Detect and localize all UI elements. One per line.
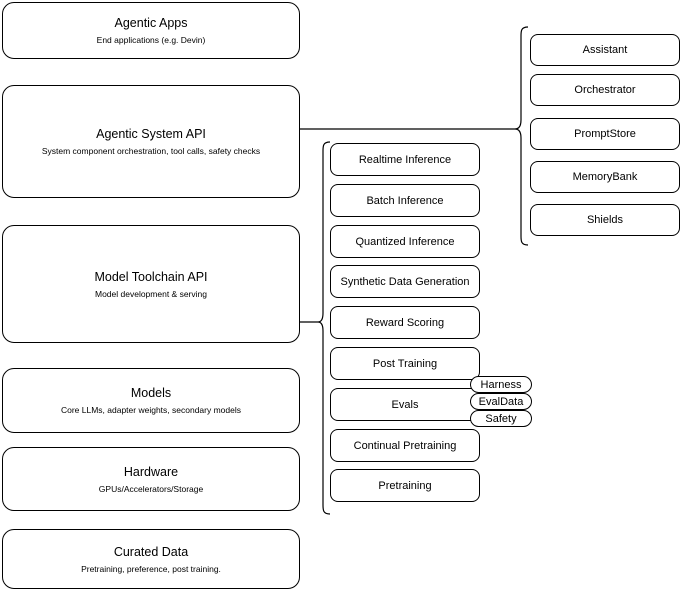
capability-evals[interactable]: Evals <box>330 388 480 421</box>
layer-subtitle: Core LLMs, adapter weights, secondary mo… <box>60 405 241 415</box>
layer-title: Hardware <box>123 464 179 479</box>
capability-label: Post Training <box>372 357 438 370</box>
brace-system-components <box>514 26 529 246</box>
layer-title: Agentic System API <box>96 127 206 141</box>
capability-pretraining[interactable]: Pretraining <box>330 469 480 502</box>
brace-toolchain-capabilities <box>317 141 331 515</box>
eval-pill-label: Harness <box>480 378 522 391</box>
component-label: PromptStore <box>574 128 636 140</box>
component-promptstore[interactable]: PromptStore <box>530 118 680 150</box>
eval-pill-evaldata[interactable]: EvalData <box>470 393 532 410</box>
capability-label: Evals <box>391 398 419 411</box>
capability-realtime-inference[interactable]: Realtime Inference <box>330 143 480 176</box>
capability-label: Quantized Inference <box>355 235 455 248</box>
capability-label: Realtime Inference <box>358 153 452 166</box>
eval-pill-harness[interactable]: Harness <box>470 376 532 393</box>
capability-quantized-inference[interactable]: Quantized Inference <box>330 225 480 258</box>
layer-agentic-system-api[interactable]: Agentic System API System component orch… <box>2 85 300 198</box>
eval-pill-safety[interactable]: Safety <box>470 410 532 427</box>
capability-continual-pretraining[interactable]: Continual Pretraining <box>330 429 480 462</box>
layer-subtitle: GPUs/Accelerators/Storage <box>98 483 204 494</box>
capability-label: Continual Pretraining <box>353 439 457 452</box>
layer-subtitle: Model development & serving <box>95 288 207 299</box>
layer-model-toolchain-api[interactable]: Model Toolchain API Model development & … <box>2 225 300 343</box>
component-label: Shields <box>586 214 624 226</box>
capability-post-training[interactable]: Post Training <box>330 347 480 380</box>
component-label: Orchestrator <box>574 84 636 96</box>
capability-label: Pretraining <box>378 479 432 492</box>
layer-title: Curated Data <box>113 544 189 559</box>
layer-subtitle: System component orchestration, tool cal… <box>41 146 261 156</box>
capability-label: Synthetic Data Generation <box>340 275 470 288</box>
layer-hardware[interactable]: Hardware GPUs/Accelerators/Storage <box>2 447 300 511</box>
component-label: Assistant <box>582 44 628 56</box>
component-label: MemoryBank <box>572 171 638 183</box>
component-shields[interactable]: Shields <box>530 204 680 236</box>
layer-agentic-apps[interactable]: Agentic Apps End applications (e.g. Devi… <box>2 2 300 59</box>
capability-label: Batch Inference <box>366 194 444 207</box>
layer-title: Models <box>130 386 172 400</box>
layer-title: Model Toolchain API <box>94 269 208 284</box>
layer-subtitle: Pretraining, preference, post training. <box>81 563 221 574</box>
eval-pill-label: EvalData <box>478 395 524 408</box>
component-orchestrator[interactable]: Orchestrator <box>530 74 680 106</box>
component-assistant[interactable]: Assistant <box>530 34 680 66</box>
capability-synthetic-data-generation[interactable]: Synthetic Data Generation <box>330 265 480 298</box>
capability-label: Reward Scoring <box>365 316 445 329</box>
layer-subtitle: End applications (e.g. Devin) <box>96 35 206 45</box>
layer-models[interactable]: Models Core LLMs, adapter weights, secon… <box>2 368 300 433</box>
layer-title: Agentic Apps <box>114 16 188 30</box>
capability-batch-inference[interactable]: Batch Inference <box>330 184 480 217</box>
capability-reward-scoring[interactable]: Reward Scoring <box>330 306 480 339</box>
eval-pill-label: Safety <box>485 412 517 425</box>
component-memorybank[interactable]: MemoryBank <box>530 161 680 193</box>
layer-curated-data[interactable]: Curated Data Pretraining, preference, po… <box>2 529 300 589</box>
